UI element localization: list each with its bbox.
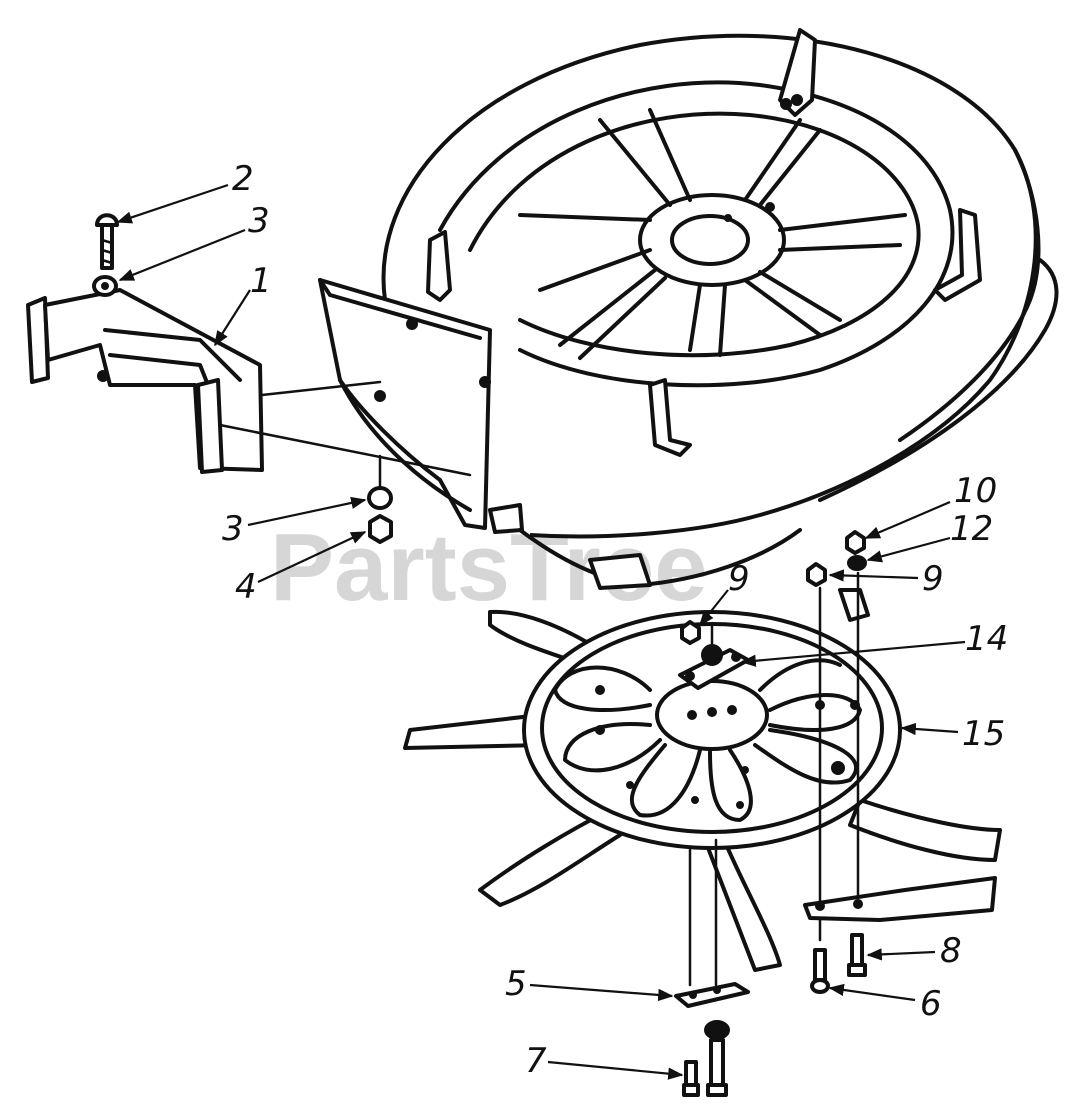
callout-3-upper: 3	[248, 201, 270, 241]
callout-6: 6	[920, 984, 942, 1024]
assembly-guide-lines	[688, 571, 860, 987]
part-10-nut	[845, 530, 866, 555]
callout-14: 14	[965, 619, 1008, 659]
part-3-washer-upper	[92, 275, 118, 297]
callout-8: 8	[940, 931, 962, 971]
callout-15: 15	[962, 714, 1005, 754]
callout-12: 12	[950, 509, 993, 549]
callout-leaders	[116, 183, 966, 1080]
part-9-nut-left	[680, 620, 714, 647]
callout-9-left: 9	[728, 559, 750, 599]
callout-7: 7	[525, 1041, 547, 1081]
part-4-nut	[368, 454, 393, 544]
part-3-washer-lower	[367, 486, 393, 510]
part-12-washer	[847, 555, 867, 571]
part-15-blade-disc	[403, 588, 1002, 972]
part-2-carriage-bolt	[95, 213, 119, 270]
part-6-bolt	[810, 948, 830, 994]
part-7-bolts	[682, 1020, 730, 1097]
part-1-deflector	[26, 288, 472, 477]
callout-5: 5	[505, 964, 527, 1004]
callout-2: 2	[232, 159, 254, 199]
part-blade-segment	[803, 876, 997, 922]
callout-9-right: 9	[922, 559, 944, 599]
part-9-nut-right	[806, 562, 827, 587]
part-8-bolt	[847, 933, 867, 977]
callout-1: 1	[250, 261, 272, 301]
callout-4: 4	[235, 567, 257, 607]
callout-labels: 2 3 1 3 4 10 12 9 9 14 15 5 6 7 8	[222, 159, 1008, 1081]
deck-housing	[318, 28, 1059, 590]
callout-10: 10	[954, 471, 997, 511]
part-5-plate	[674, 982, 750, 1008]
callout-3-lower: 3	[222, 509, 244, 549]
